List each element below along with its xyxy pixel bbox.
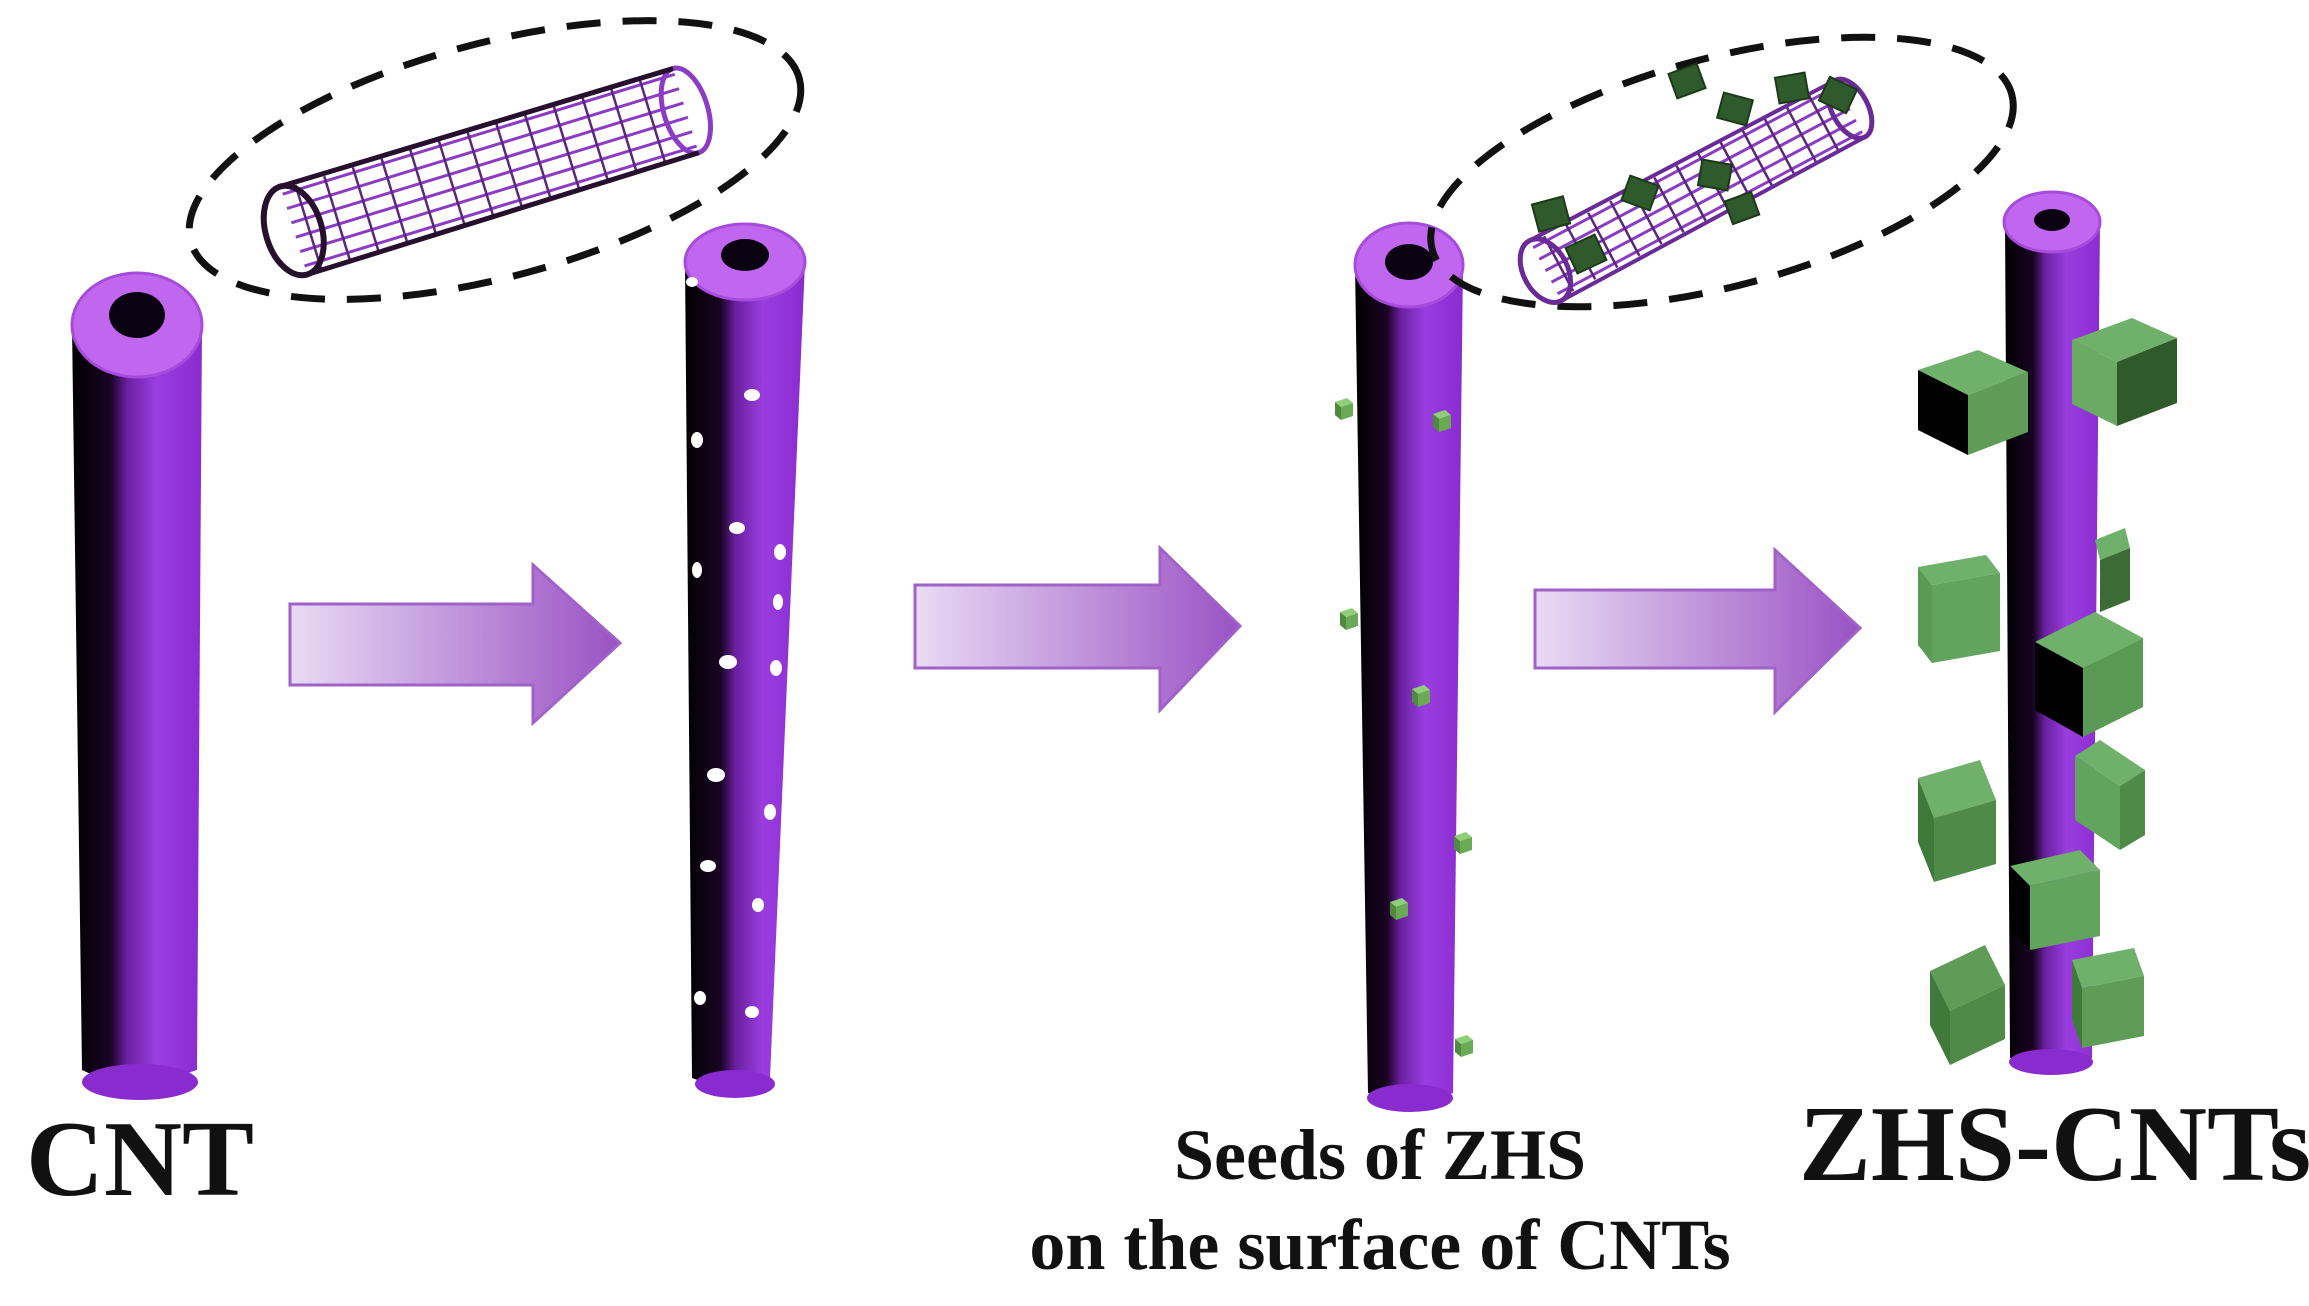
zhs-seed-cubes: [1335, 398, 1473, 1057]
cnt-tube-icon: [683, 222, 807, 1098]
zhs-cube-icon: [2035, 612, 2143, 737]
seed-sites: [686, 277, 786, 1018]
process-arrow-3: [1533, 546, 1863, 716]
nanotube-lattice-icon: [185, 17, 805, 303]
zhs-cube-icon: [2072, 948, 2144, 1048]
zhs-cnts-panel: [1918, 190, 2177, 1075]
process-arrow-2: [913, 544, 1243, 714]
zhs-cnts-label: ZHS-CNTs: [1798, 1085, 2309, 1204]
zhs-cube-icon: [2072, 318, 2177, 426]
functionalized-cnt-panel: [683, 222, 807, 1098]
cnt-label: CNT: [25, 1100, 255, 1219]
seeds-label-line-2: on the surface of CNTs: [1029, 1205, 1731, 1285]
seeds-label: Seeds of ZHS on the surface of CNTs: [960, 1110, 1800, 1290]
seeded-cnt-panel: [1335, 33, 2017, 1112]
zhs-cube-icon: [1918, 760, 1996, 882]
zhs-cube-icon: [1918, 350, 2028, 455]
zhs-cube-icon: [1918, 555, 2000, 663]
zhs-cube-icon: [1930, 945, 2005, 1065]
zhs-cube-icon: [2075, 740, 2145, 850]
zhs-cube-icon: [1530, 62, 1859, 275]
zhs-cube-icon: [2095, 528, 2130, 612]
process-arrow-1: [288, 561, 623, 727]
cnt-tube-icon: [70, 271, 204, 1100]
cnt-tube-icon: [1353, 221, 1465, 1112]
seeds-label-line-1: Seeds of ZHS: [1173, 1115, 1587, 1195]
zhs-cubes: [1918, 318, 2177, 1065]
nanotube-lattice-icon: [1427, 33, 2017, 311]
zhs-cube-icon: [2010, 850, 2100, 950]
cnt-panel: [70, 17, 805, 1100]
